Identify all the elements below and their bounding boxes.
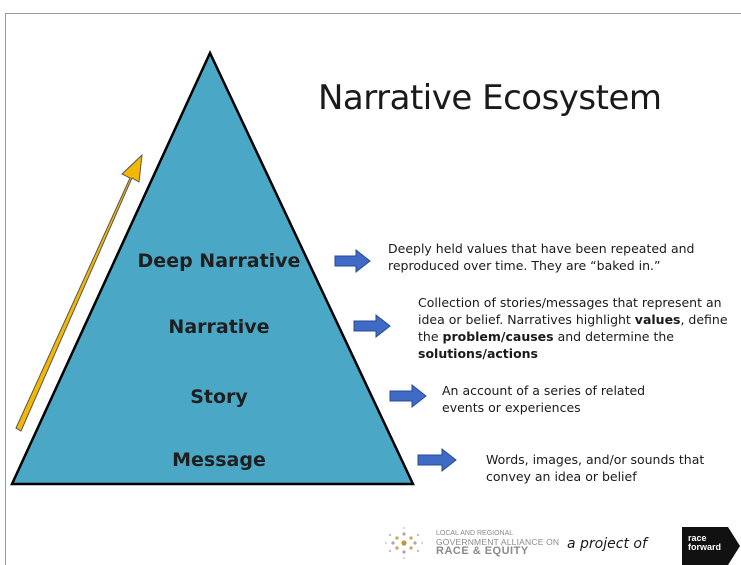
gare-line: RACE & EQUITY xyxy=(436,545,529,557)
race-forward-logo-text: race forward xyxy=(688,534,721,552)
description-text: and determine the xyxy=(553,329,674,344)
description-story: An account of a series of related events… xyxy=(442,382,712,416)
description-line: Deeply held values that have been repeat… xyxy=(388,241,695,256)
arrow-deep-narrative xyxy=(334,248,371,274)
description-line: Words, images, and/or sounds that xyxy=(486,452,705,467)
description-emphasis-solutions-actions: solutions/actions xyxy=(418,346,538,361)
description-line: solutions/actions xyxy=(418,345,736,362)
level-label-story: Story xyxy=(190,386,248,408)
level-label-deep-narrative: Deep Narrative xyxy=(137,250,301,272)
description-message: Words, images, and/or sounds that convey… xyxy=(486,451,726,485)
description-text: idea or belief. Narratives highlight xyxy=(418,312,635,327)
description-line: idea or belief. Narratives highlight val… xyxy=(418,311,736,328)
frame-top-border xyxy=(5,13,741,14)
description-line: reproduced over time. They are “baked in… xyxy=(388,258,661,273)
description-text: , define xyxy=(680,312,728,327)
gare-line: LOCAL AND REGIONAL xyxy=(436,530,514,537)
description-line: Collection of stories/messages that repr… xyxy=(418,295,722,310)
race-forward-line: race xyxy=(688,533,707,543)
level-label-narrative: Narrative xyxy=(168,316,270,338)
arrow-message xyxy=(417,447,457,473)
up-arrow xyxy=(15,153,143,432)
description-line: convey an idea or belief xyxy=(486,469,637,484)
description-text: the xyxy=(418,329,443,344)
arrow-narrative xyxy=(353,313,391,339)
description-emphasis-problem-causes: problem/causes xyxy=(442,329,554,344)
page-title: Narrative Ecosystem xyxy=(318,78,662,118)
gare-logo-text: LOCAL AND REGIONAL GOVERNMENT ALLIANCE O… xyxy=(436,529,560,557)
pyramid xyxy=(10,50,415,486)
description-line: An account of a series of related xyxy=(442,383,646,398)
description-narrative: Collection of stories/messages that repr… xyxy=(418,294,736,362)
description-line: events or experiences xyxy=(442,400,581,415)
gare-line: GOVERNMENT ALLIANCE ON xyxy=(436,537,560,547)
race-forward-line: forward xyxy=(688,542,722,552)
description-line: the problem/causes and determine the xyxy=(418,328,736,345)
level-label-message: Message xyxy=(172,449,266,471)
description-deep-narrative: Deeply held values that have been repeat… xyxy=(388,240,728,274)
project-of-text: a project of xyxy=(567,536,647,552)
arrow-story xyxy=(389,383,427,409)
frame-left-border xyxy=(5,13,6,565)
description-emphasis-values: values xyxy=(634,312,681,327)
